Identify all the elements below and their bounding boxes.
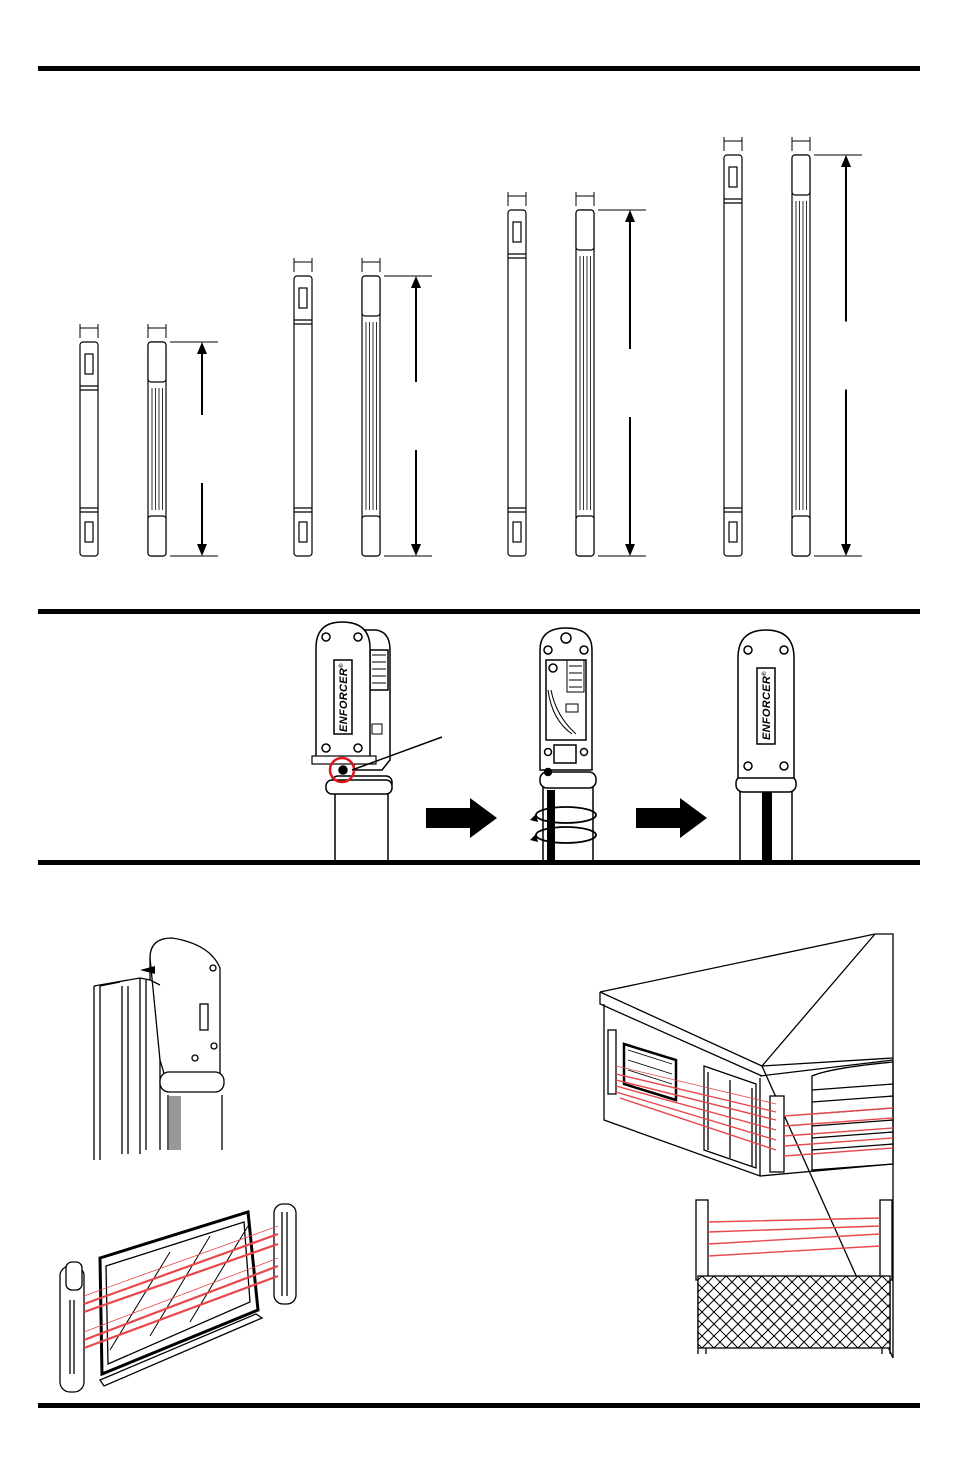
window-beam-scene (60, 1204, 296, 1392)
sensor-on-channel-post (94, 938, 224, 1160)
fence-beam-scene (690, 1200, 894, 1354)
applications-diagram (0, 0, 954, 1410)
